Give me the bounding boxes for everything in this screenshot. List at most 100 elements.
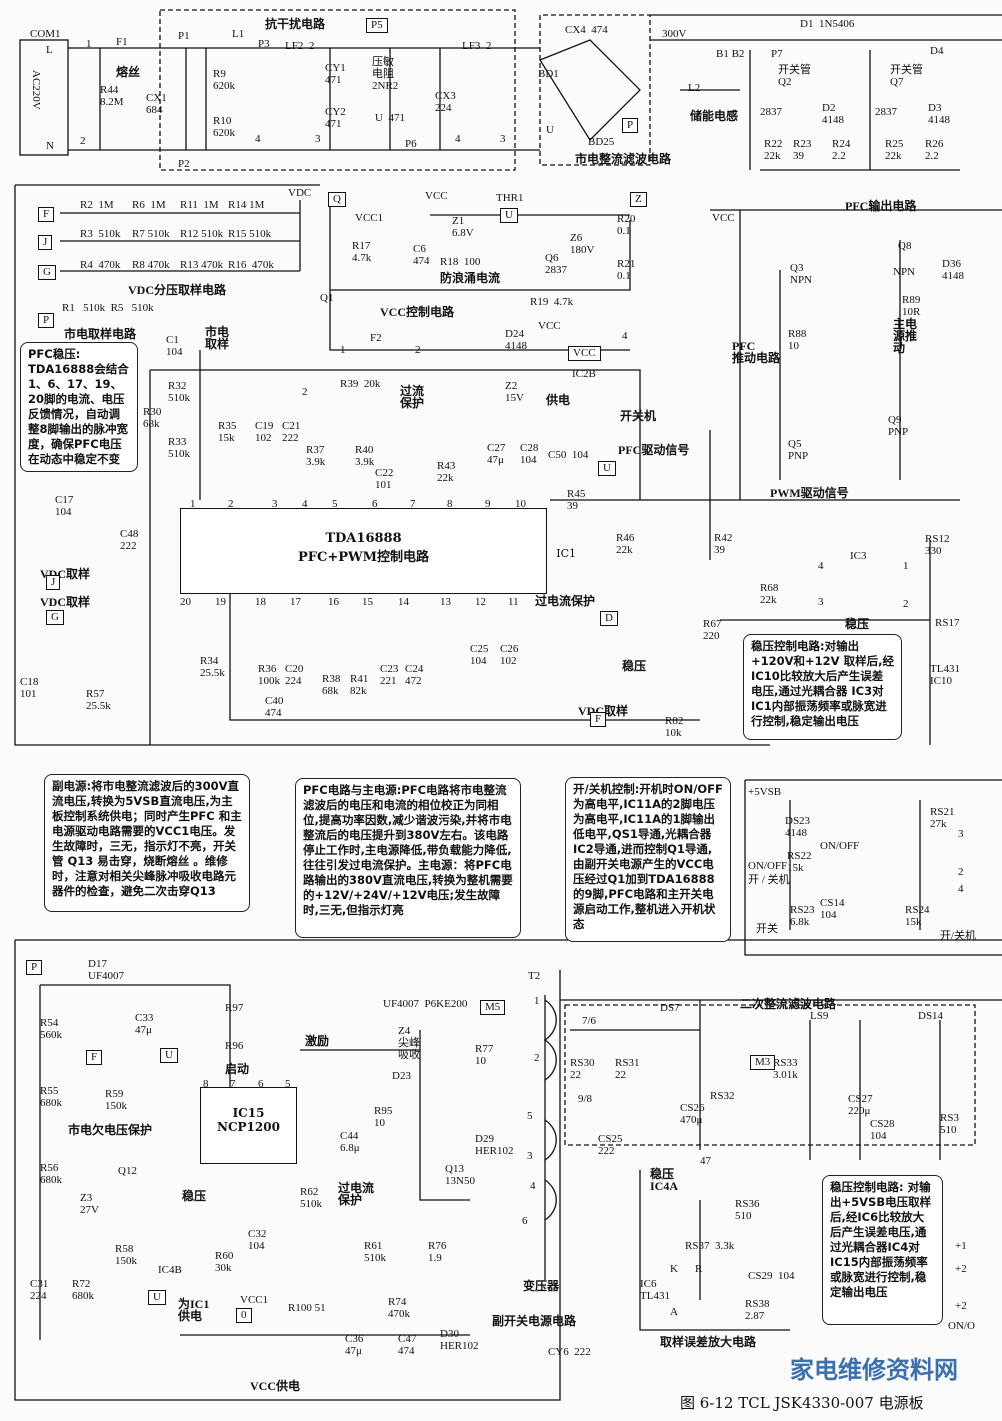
label-n2: 2 bbox=[80, 135, 86, 147]
label-rs23: RS23 6.8k bbox=[790, 904, 815, 928]
connector-tag-j1: J bbox=[38, 235, 53, 250]
regulation-wires bbox=[229, 540, 931, 745]
label-onoffo: ON/O bbox=[948, 1320, 975, 1332]
label-c24: C24 472 bbox=[405, 663, 424, 687]
label-n1: 1 bbox=[86, 38, 92, 50]
callout-reg-aux: 稳压控制电路: 对输出+5VSB电压取样后,经IC6比较放大后产生误差电压,通过… bbox=[822, 1175, 943, 1325]
rectifier-frame bbox=[539, 14, 651, 166]
label-t5: 5 bbox=[527, 1110, 533, 1122]
label-c18: C18 101 bbox=[20, 676, 39, 700]
label-com1: COM1 bbox=[30, 28, 61, 40]
label-r88: R88 10 bbox=[788, 328, 807, 352]
connector-tag-p1: P bbox=[38, 313, 55, 328]
label-rs12: RS12 330 bbox=[925, 533, 950, 557]
label-ic2b: IC2B bbox=[572, 368, 596, 380]
label-npn8: NPN bbox=[893, 266, 916, 278]
ic1-name: TDA16888 bbox=[325, 531, 402, 546]
label-pfcpush: PFC 推动电路 bbox=[732, 339, 781, 365]
emi-wires bbox=[68, 47, 540, 151]
label-ic6: IC6 TL431 bbox=[640, 1278, 670, 1302]
label-start: 启动 bbox=[225, 1062, 250, 1076]
label-reg4: 稳压 IC4A bbox=[650, 1167, 679, 1193]
label-r4: R4 470k bbox=[80, 259, 121, 271]
label-mov: 压敏 电阻 2NR2 bbox=[372, 56, 399, 92]
label-r34: R34 25.5k bbox=[200, 655, 225, 679]
label-pin14: 14 bbox=[398, 596, 409, 608]
label-c6: C6 474 bbox=[413, 243, 430, 267]
ic15-ref: IC15 bbox=[232, 1106, 265, 1120]
label-p2: P2 bbox=[178, 158, 190, 170]
ic1-desc: PFC+PWM控制电路 bbox=[297, 550, 429, 565]
label-rect: 市电整流滤波电路 bbox=[575, 152, 672, 166]
label-p7: P7 bbox=[771, 48, 783, 60]
label-r60: R60 30k bbox=[215, 1250, 234, 1274]
secondary-wires bbox=[544, 995, 1002, 1280]
label-p4b: 4 bbox=[958, 883, 964, 895]
label-t6: 6 bbox=[522, 1215, 528, 1227]
vcc-control-wires bbox=[329, 205, 631, 351]
label-cy6: CY6 222 bbox=[548, 1346, 591, 1358]
label-r39: R39 20k bbox=[340, 378, 381, 390]
label-n3b: 3 bbox=[500, 133, 506, 145]
label-r45: R45 39 bbox=[567, 488, 586, 512]
ic1-ref: IC1 bbox=[556, 547, 576, 560]
label-r55: R55 680k bbox=[40, 1085, 62, 1109]
label-c47: C47 474 bbox=[398, 1333, 417, 1357]
pfc-power-wires bbox=[650, 14, 1002, 171]
secondary-frame bbox=[564, 1004, 976, 1146]
label-pin10: 10 bbox=[515, 498, 526, 510]
label-p76: 7/6 bbox=[582, 1015, 597, 1027]
label-r82: R82 10k bbox=[665, 715, 684, 739]
transformer-windings bbox=[543, 999, 557, 1221]
label-reg3: 稳压 bbox=[182, 1189, 207, 1203]
label-cs29: CS29 104 bbox=[748, 1270, 795, 1282]
label-r18: R18 100 bbox=[440, 256, 481, 268]
emi-frame bbox=[159, 9, 516, 171]
drive-wires bbox=[550, 209, 1002, 560]
label-kaiguan: 开关 bbox=[756, 923, 778, 935]
label-t2837b: 2837 bbox=[875, 106, 897, 118]
label-q1: Q1 bbox=[320, 292, 334, 304]
label-uf: UF4007 P6KE200 bbox=[383, 998, 468, 1010]
label-pin4: 4 bbox=[302, 498, 308, 510]
label-pin11: 11 bbox=[508, 596, 519, 608]
label-tl431a: TL431 IC10 bbox=[930, 663, 960, 687]
label-r67: R67 220 bbox=[703, 618, 722, 642]
label-N: N bbox=[46, 140, 54, 152]
label-r95: R95 10 bbox=[374, 1105, 393, 1129]
label-r41: R41 82k bbox=[350, 673, 369, 697]
label-p6: P6 bbox=[405, 138, 417, 150]
label-mainpush: 主电 源推 动 bbox=[893, 317, 918, 355]
label-c36: C36 47μ bbox=[345, 1333, 364, 1357]
label-v300: 300V bbox=[662, 28, 687, 40]
label-r22: R22 22k bbox=[764, 138, 783, 162]
label-pin1: 1 bbox=[190, 498, 196, 510]
label-n3d: 3 bbox=[818, 596, 824, 608]
label-vcc1b: VCC1 bbox=[240, 1294, 269, 1306]
label-d1: D1 1N5406 bbox=[800, 18, 855, 30]
label-p98: 9/8 bbox=[578, 1093, 593, 1105]
ic15-chip: IC15 NCP1200 bbox=[200, 1087, 297, 1164]
bridge bbox=[539, 39, 641, 142]
label-r61: R61 510k bbox=[364, 1240, 386, 1264]
label-r17: R17 4.7k bbox=[352, 240, 372, 264]
label-r58: R58 150k bbox=[115, 1243, 137, 1267]
label-z6: Z6 180V bbox=[570, 232, 595, 256]
label-r12: R12 510k bbox=[180, 228, 224, 240]
label-pin5: 5 bbox=[332, 498, 338, 510]
label-pin15: 15 bbox=[362, 596, 373, 608]
label-p3b: 3 bbox=[958, 828, 964, 840]
label-r77: R77 10 bbox=[475, 1043, 494, 1067]
label-rs32: RS32 bbox=[710, 1090, 735, 1102]
label-emi: 抗干扰电路 bbox=[265, 17, 326, 31]
label-c48: C48 222 bbox=[120, 528, 139, 552]
label-bdu: U bbox=[546, 124, 554, 136]
label-rs31: RS31 22 bbox=[615, 1057, 640, 1081]
label-vdc: VDC bbox=[288, 187, 312, 199]
label-uvp: 市电欠电压保护 bbox=[68, 1123, 153, 1137]
label-c17: C17 104 bbox=[55, 494, 74, 518]
label-r10: R10 620k bbox=[213, 115, 235, 139]
label-surge: 防浪涌电流 bbox=[440, 271, 501, 285]
label-sec: 二次整流滤波电路 bbox=[740, 997, 837, 1011]
label-rs37: RS37 3.3k bbox=[685, 1240, 735, 1252]
